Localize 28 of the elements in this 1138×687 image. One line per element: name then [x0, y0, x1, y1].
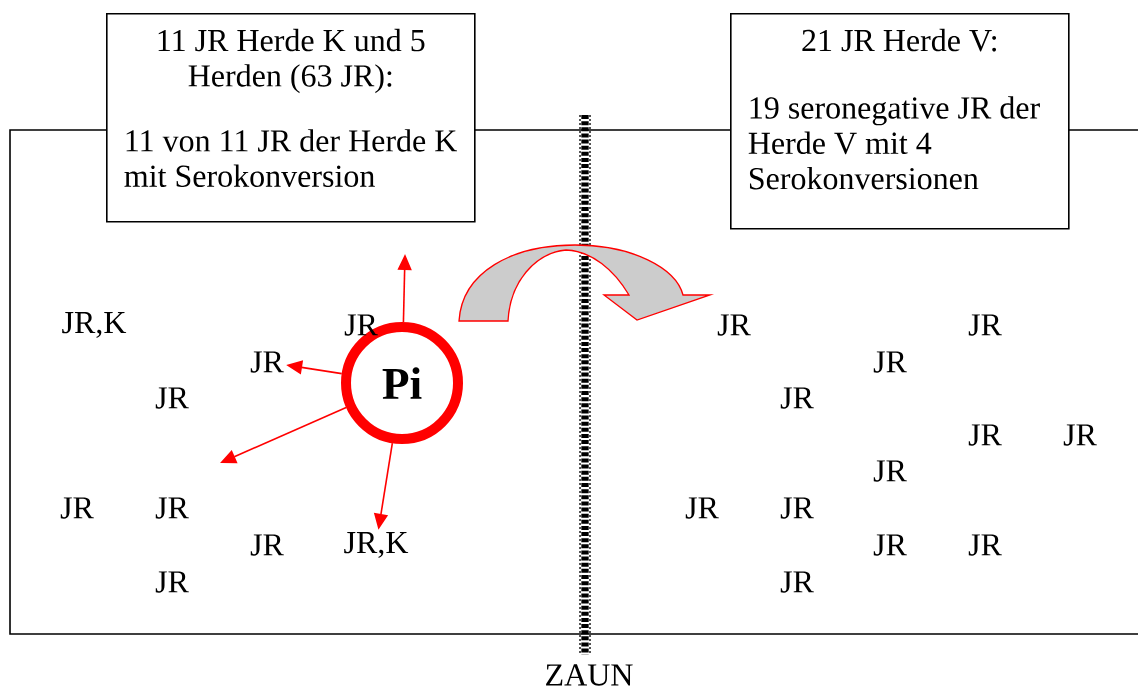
- animal-label: JR: [685, 497, 719, 519]
- animal-label: JR: [717, 314, 751, 336]
- animal-label: JR: [780, 387, 814, 409]
- animal-label: JR: [873, 351, 907, 373]
- animal-label: JR: [155, 497, 189, 519]
- animal-label: JR: [780, 497, 814, 519]
- animal-label: JR,K: [344, 532, 409, 558]
- animal-label: JR: [155, 387, 189, 409]
- animal-label: JR: [873, 534, 907, 556]
- box-text: 19 seronegative JR der Herde V mit 4 Serokonversionen: [748, 96, 1040, 190]
- animal-label: JR: [60, 497, 94, 519]
- text-box: [106, 13, 476, 223]
- animal-label: JR: [968, 424, 1002, 446]
- animal-label: JR: [250, 534, 284, 556]
- text-box: [730, 13, 1070, 230]
- animal-label: JR: [155, 571, 189, 593]
- animal-label: JR: [250, 351, 284, 373]
- animal-label: JR: [780, 571, 814, 593]
- animal-label: JR: [968, 314, 1002, 336]
- animal-label: JR: [1063, 424, 1097, 446]
- animal-label: JR: [873, 460, 907, 482]
- box-heading: 21 JR Herde V:: [802, 28, 996, 52]
- box-text: 11 von 11 JR der Herde K mit Serokonversion: [124, 129, 457, 187]
- box-heading: 11 JR Herde K und 5 Herden (63 JR):: [158, 28, 425, 94]
- animal-label: JR,K: [62, 312, 127, 338]
- fence-label: ZAUN: [546, 664, 633, 686]
- block-arrow: [458, 244, 711, 322]
- animal-label: JR: [968, 534, 1002, 556]
